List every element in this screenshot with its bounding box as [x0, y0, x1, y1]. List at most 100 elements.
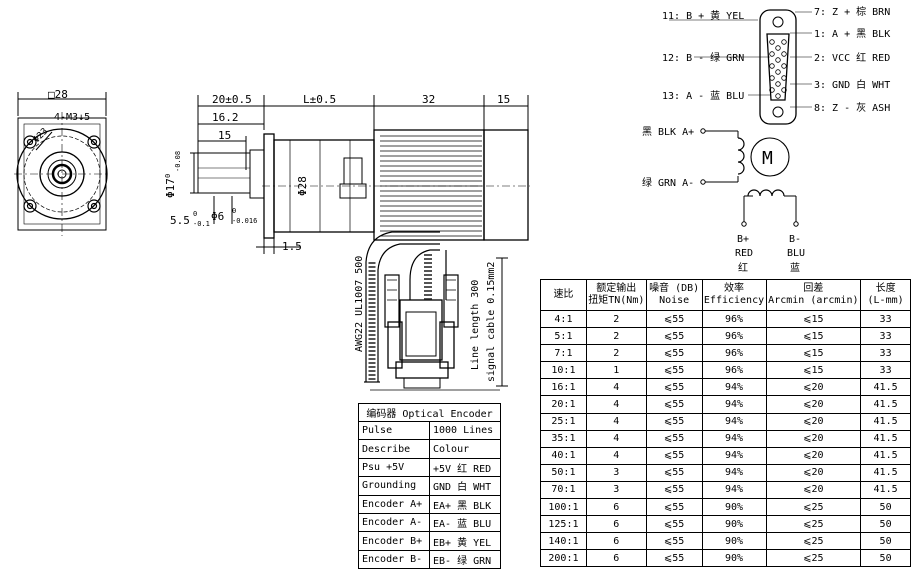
motor-fins [380, 135, 482, 237]
encoder-param-cell: Pulse [358, 420, 430, 441]
ratio-cell: 4 [585, 395, 647, 414]
ratio-cell: 4 [585, 412, 647, 431]
wire-b-plus: B+ [737, 234, 749, 245]
ratio-cell: 41.5 [860, 412, 911, 431]
front-square-dim: □28 [48, 88, 68, 101]
ratio-cell: 4:1 [540, 309, 587, 329]
ratio-cell: 94% [701, 395, 767, 414]
ratio-cell: 7:1 [540, 344, 587, 363]
encoder-value-cell: GND 白 WHT [429, 476, 501, 496]
ratio-cell: 25:1 [540, 412, 587, 431]
encoder-value-cell: EB+ 黄 YEL [429, 531, 501, 551]
cable-drawing [364, 231, 508, 391]
ratio-cell: 50:1 [540, 463, 587, 482]
ratio-cell: ⩽55 [645, 498, 703, 517]
pin-label-right-2: 2: VCC 红 RED [814, 51, 890, 64]
ratio-cell: 2 [585, 344, 647, 363]
dim-phi17-tol: -0.08 [174, 151, 182, 172]
pin-label-left-2: 13: A - 蓝 BLU [662, 90, 744, 102]
ratio-cell: 94% [701, 412, 767, 431]
ratio-cell: 6 [585, 549, 647, 568]
dim-16-2: 16.2 [212, 111, 239, 124]
pin-hole [769, 51, 775, 57]
ratio-header-line: 回差 [803, 283, 824, 294]
ratio-header-line: (L-mm) [867, 295, 904, 306]
ratio-cell: 94% [701, 429, 767, 448]
ratio-cell: 50 [860, 515, 911, 534]
ratio-cell: 10:1 [540, 361, 587, 380]
ratio-cell: 41.5 [860, 395, 911, 414]
cable-line-length: Line length 300 [470, 280, 481, 370]
ratio-cell: 94% [701, 463, 767, 482]
wire-b-plus-cn: 红 [738, 261, 748, 274]
ratio-cell: 94% [701, 378, 767, 397]
ratio-cell: ⩽20 [765, 412, 862, 431]
ratio-cell: 90% [701, 498, 767, 517]
dim-encoder-length: 15 [497, 93, 510, 106]
wire-b-minus-cn: 蓝 [790, 262, 800, 274]
ratio-cell: 50 [860, 532, 911, 551]
wire-b-minus: B- [789, 234, 801, 245]
ratio-cell: 40:1 [540, 446, 587, 465]
ratio-cell: 90% [701, 549, 767, 568]
encoder-param-cell: Psu +5V [358, 457, 430, 478]
ratio-header-line: 额定输出 [596, 283, 637, 294]
ratio-cell: 41.5 [860, 378, 911, 397]
dim-5-5-top: 0 [193, 210, 197, 218]
ratio-cell: 33 [860, 344, 911, 363]
ratio-cell: ⩽15 [765, 344, 862, 363]
connector-pins [769, 39, 787, 99]
encoder-value-cell: EA+ 黑 BLK [429, 494, 501, 514]
dim-15: 15 [218, 129, 231, 142]
encoder-table-row: Encoder A+EA+ 黑 BLK [358, 494, 501, 514]
front-view [14, 92, 110, 236]
ratio-cell: 6 [585, 498, 647, 517]
dim-gearbox-length: L±0.5 [303, 93, 336, 106]
encoder-param-cell: Encoder A+ [358, 494, 430, 514]
ratio-cell: 50 [860, 549, 911, 568]
ratio-cell: 94% [701, 446, 767, 465]
dim-phi28: Φ28 [296, 176, 309, 196]
wire-a-minus: 绿 GRN A- [642, 176, 694, 189]
ratio-cell: 50 [860, 498, 911, 517]
ratio-cell: ⩽55 [645, 361, 703, 380]
ratio-cell: 96% [701, 344, 767, 363]
ratio-cell: ⩽55 [645, 515, 703, 534]
ratio-cell: 6 [585, 532, 647, 551]
encoder-table-row: Encoder B-EB- 绿 GRN [358, 549, 501, 570]
dim-phi17-top: 0 [164, 174, 172, 178]
ratio-cell: ⩽20 [765, 395, 862, 414]
ratio-header-line: 效率 [724, 283, 745, 294]
ratio-cell: ⩽25 [765, 532, 862, 551]
pin-label-left-1: 12: B - 绿 GRN [662, 51, 744, 64]
pin-hole [781, 63, 787, 69]
pin-hole [775, 57, 781, 63]
ratio-header-line: 长度 [875, 283, 896, 294]
pin-hole [781, 87, 787, 93]
encoder-value-cell: EA- 蓝 BLU [429, 512, 501, 533]
encoder-value-cell: 1000 Lines [429, 420, 501, 441]
ratio-cell: ⩽55 [645, 480, 703, 500]
pin-label-right-3: 3: GND 白 WHT [814, 78, 890, 91]
ratio-cell: 35:1 [540, 429, 587, 448]
pin-hole [781, 39, 787, 45]
pin-label-right-1: 1: A + 黑 BLK [814, 28, 890, 40]
ratio-cell: ⩽15 [765, 327, 862, 346]
encoder-table-title: 编码器 Optical Encoder [358, 403, 501, 422]
dim-phi6-tol: -0.016 [232, 217, 257, 225]
